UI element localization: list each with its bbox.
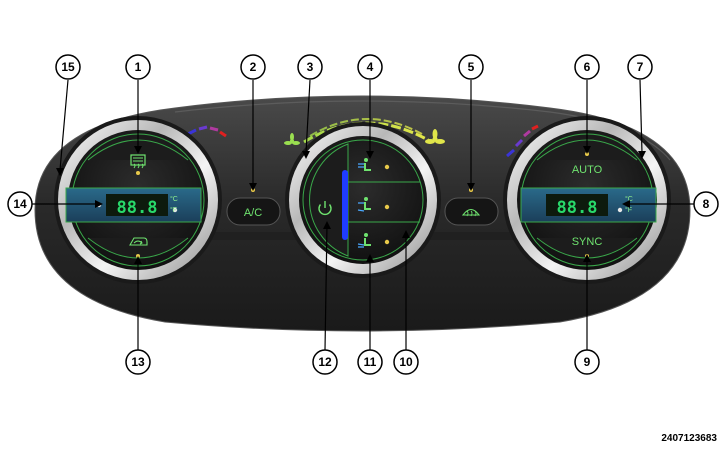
callout-1: 1 xyxy=(125,54,151,80)
left-unit-fahrenheit: °F xyxy=(170,206,177,214)
fan-high-icon xyxy=(425,129,445,144)
svg-text:9: 9 xyxy=(584,355,591,369)
svg-text:15: 15 xyxy=(61,60,75,74)
svg-text:10: 10 xyxy=(399,355,413,369)
rear-defrost-icon xyxy=(130,154,146,169)
mode-buttons xyxy=(348,181,420,223)
floor-mode-indicator xyxy=(384,239,390,245)
left-temp-readout: 88.8 xyxy=(117,198,158,218)
bilevel-mode-button[interactable] xyxy=(357,197,390,212)
front-defrost-icon xyxy=(461,208,481,217)
recirculation-icon xyxy=(129,237,148,246)
ac-label: A/C xyxy=(244,207,262,219)
power-button[interactable] xyxy=(309,143,349,257)
svg-text:11: 11 xyxy=(364,355,377,369)
floor-mode-button[interactable] xyxy=(357,233,390,248)
svg-text:2: 2 xyxy=(250,60,257,74)
power-icon xyxy=(318,201,332,216)
panel-vent-mode-button[interactable] xyxy=(358,158,390,171)
sync-label: SYNC xyxy=(572,236,603,248)
auto-label: AUTO xyxy=(572,164,603,176)
svg-text:7: 7 xyxy=(637,60,644,74)
callout-leaders xyxy=(32,79,694,351)
callout-7: 7 xyxy=(627,54,653,80)
svg-text:1: 1 xyxy=(135,60,142,74)
rear-defrost-indicator xyxy=(136,171,140,175)
callout-3: 3 xyxy=(297,54,323,80)
callout-15: 15 xyxy=(55,54,81,80)
left-display-dot-right xyxy=(172,207,178,213)
callout-2: 2 xyxy=(240,54,266,80)
callout-12: 12 xyxy=(312,349,338,375)
callout-arrowheads xyxy=(56,146,646,264)
callout-4: 4 xyxy=(357,54,383,80)
right-temp-indicator xyxy=(506,124,539,158)
right-temperature-display: 88.8 °C °F xyxy=(520,187,657,223)
bilevel-mode-icon xyxy=(357,197,371,212)
fan-low-icon xyxy=(284,133,300,145)
svg-text:12: 12 xyxy=(318,355,332,369)
right-display-dot xyxy=(617,207,623,213)
left-temperature-display: 88.8 °C °F xyxy=(65,187,202,223)
bilevel-mode-indicator xyxy=(384,204,390,210)
left-unit-celsius: °C xyxy=(170,195,178,203)
svg-text:14: 14 xyxy=(13,197,27,211)
left-temp-indicator xyxy=(187,125,227,138)
callout-14: 14 xyxy=(7,191,33,217)
callout-9: 9 xyxy=(574,349,600,375)
right-unit-fahrenheit: °F xyxy=(625,206,632,214)
vent-mode-indicator xyxy=(384,164,390,170)
callout-8: 8 xyxy=(693,191,719,217)
vent-mode-icon xyxy=(358,158,371,171)
svg-text:4: 4 xyxy=(367,60,374,74)
svg-text:8: 8 xyxy=(703,197,710,211)
callout-5: 5 xyxy=(458,54,484,80)
right-unit-celsius: °C xyxy=(625,195,633,203)
power-indicator-bar xyxy=(342,170,348,240)
front-defrost-button[interactable] xyxy=(444,188,499,226)
figure-id: 2407123683 xyxy=(661,433,717,444)
svg-text:3: 3 xyxy=(307,60,314,74)
svg-text:6: 6 xyxy=(584,60,591,74)
right-temp-readout: 88.8 xyxy=(557,198,598,218)
center-blower-knob[interactable] xyxy=(285,122,441,278)
svg-text:5: 5 xyxy=(468,60,475,74)
callout-6: 6 xyxy=(574,54,600,80)
callout-11: 11 xyxy=(357,349,383,375)
ac-button[interactable]: A/C xyxy=(226,188,281,226)
callout-13: 13 xyxy=(125,349,151,375)
floor-mode-icon xyxy=(357,233,371,248)
svg-text:13: 13 xyxy=(131,355,145,369)
callout-10: 10 xyxy=(393,349,419,375)
